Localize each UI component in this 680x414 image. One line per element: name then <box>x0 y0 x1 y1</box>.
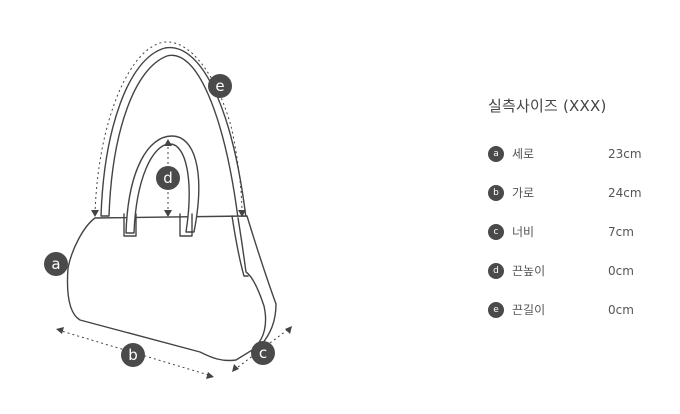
badge-c: c <box>251 341 275 365</box>
size-panel: 실측사이즈 (XXX) a 세로 23cm b 가로 24cm c 너비 7cm… <box>488 95 673 341</box>
size-title: 실측사이즈 (XXX) <box>488 97 607 115</box>
arrow-d-bottom <box>164 210 172 217</box>
size-label-b: 가로 <box>512 186 535 200</box>
bag-side-panel <box>237 217 267 347</box>
size-label-e: 끈길이 <box>512 303 546 317</box>
size-badge-b: b <box>488 185 504 201</box>
arrow-c-left <box>232 364 239 372</box>
size-row-e: e 끈길이 0cm <box>488 302 673 341</box>
badge-d-label: d <box>163 169 173 187</box>
arrow-b-right <box>206 372 214 379</box>
size-value-d: 0cm <box>608 264 634 278</box>
size-value-b: 24cm <box>608 186 642 200</box>
size-badge-c: c <box>488 224 504 240</box>
bag-diagram: a b c d e <box>44 41 292 379</box>
badge-a: a <box>44 252 68 276</box>
size-row-b: b 가로 24cm <box>488 185 673 224</box>
size-label-d: 끈높이 <box>512 264 546 278</box>
badge-c-label: c <box>259 344 267 362</box>
size-value-e: 0cm <box>608 303 634 317</box>
badge-b: b <box>121 343 145 367</box>
handle-tab-right <box>179 213 193 237</box>
size-value-c: 7cm <box>608 225 634 239</box>
long-handle <box>100 47 247 219</box>
size-badge-a: a <box>488 146 504 162</box>
badge-b-label: b <box>128 346 138 364</box>
arrow-e-right <box>238 210 246 217</box>
badge-a-label: a <box>51 255 60 273</box>
size-row-d: d 끈높이 0cm <box>488 263 673 302</box>
handle-tab-left <box>123 213 137 237</box>
bag-outline <box>66 47 277 362</box>
bag-seam <box>231 215 249 277</box>
arrow-b-left <box>56 327 64 334</box>
badge-d: d <box>156 166 180 190</box>
arrow-d-top <box>164 139 172 146</box>
badge-e: e <box>208 74 232 98</box>
size-row-c: c 너비 7cm <box>488 224 673 263</box>
bag-body <box>66 215 277 362</box>
size-value-a: 23cm <box>608 147 642 161</box>
badge-e-label: e <box>215 77 224 95</box>
size-row-a: a 세로 23cm <box>488 146 673 185</box>
size-badge-e: e <box>488 302 504 318</box>
size-label-a: 세로 <box>512 147 535 161</box>
arrow-c-right <box>285 326 292 334</box>
size-label-c: 너비 <box>512 225 535 239</box>
size-badge-d: d <box>488 263 504 279</box>
arrow-e-left <box>91 210 99 217</box>
guide-arrowheads <box>56 139 292 379</box>
short-handle <box>125 135 200 234</box>
